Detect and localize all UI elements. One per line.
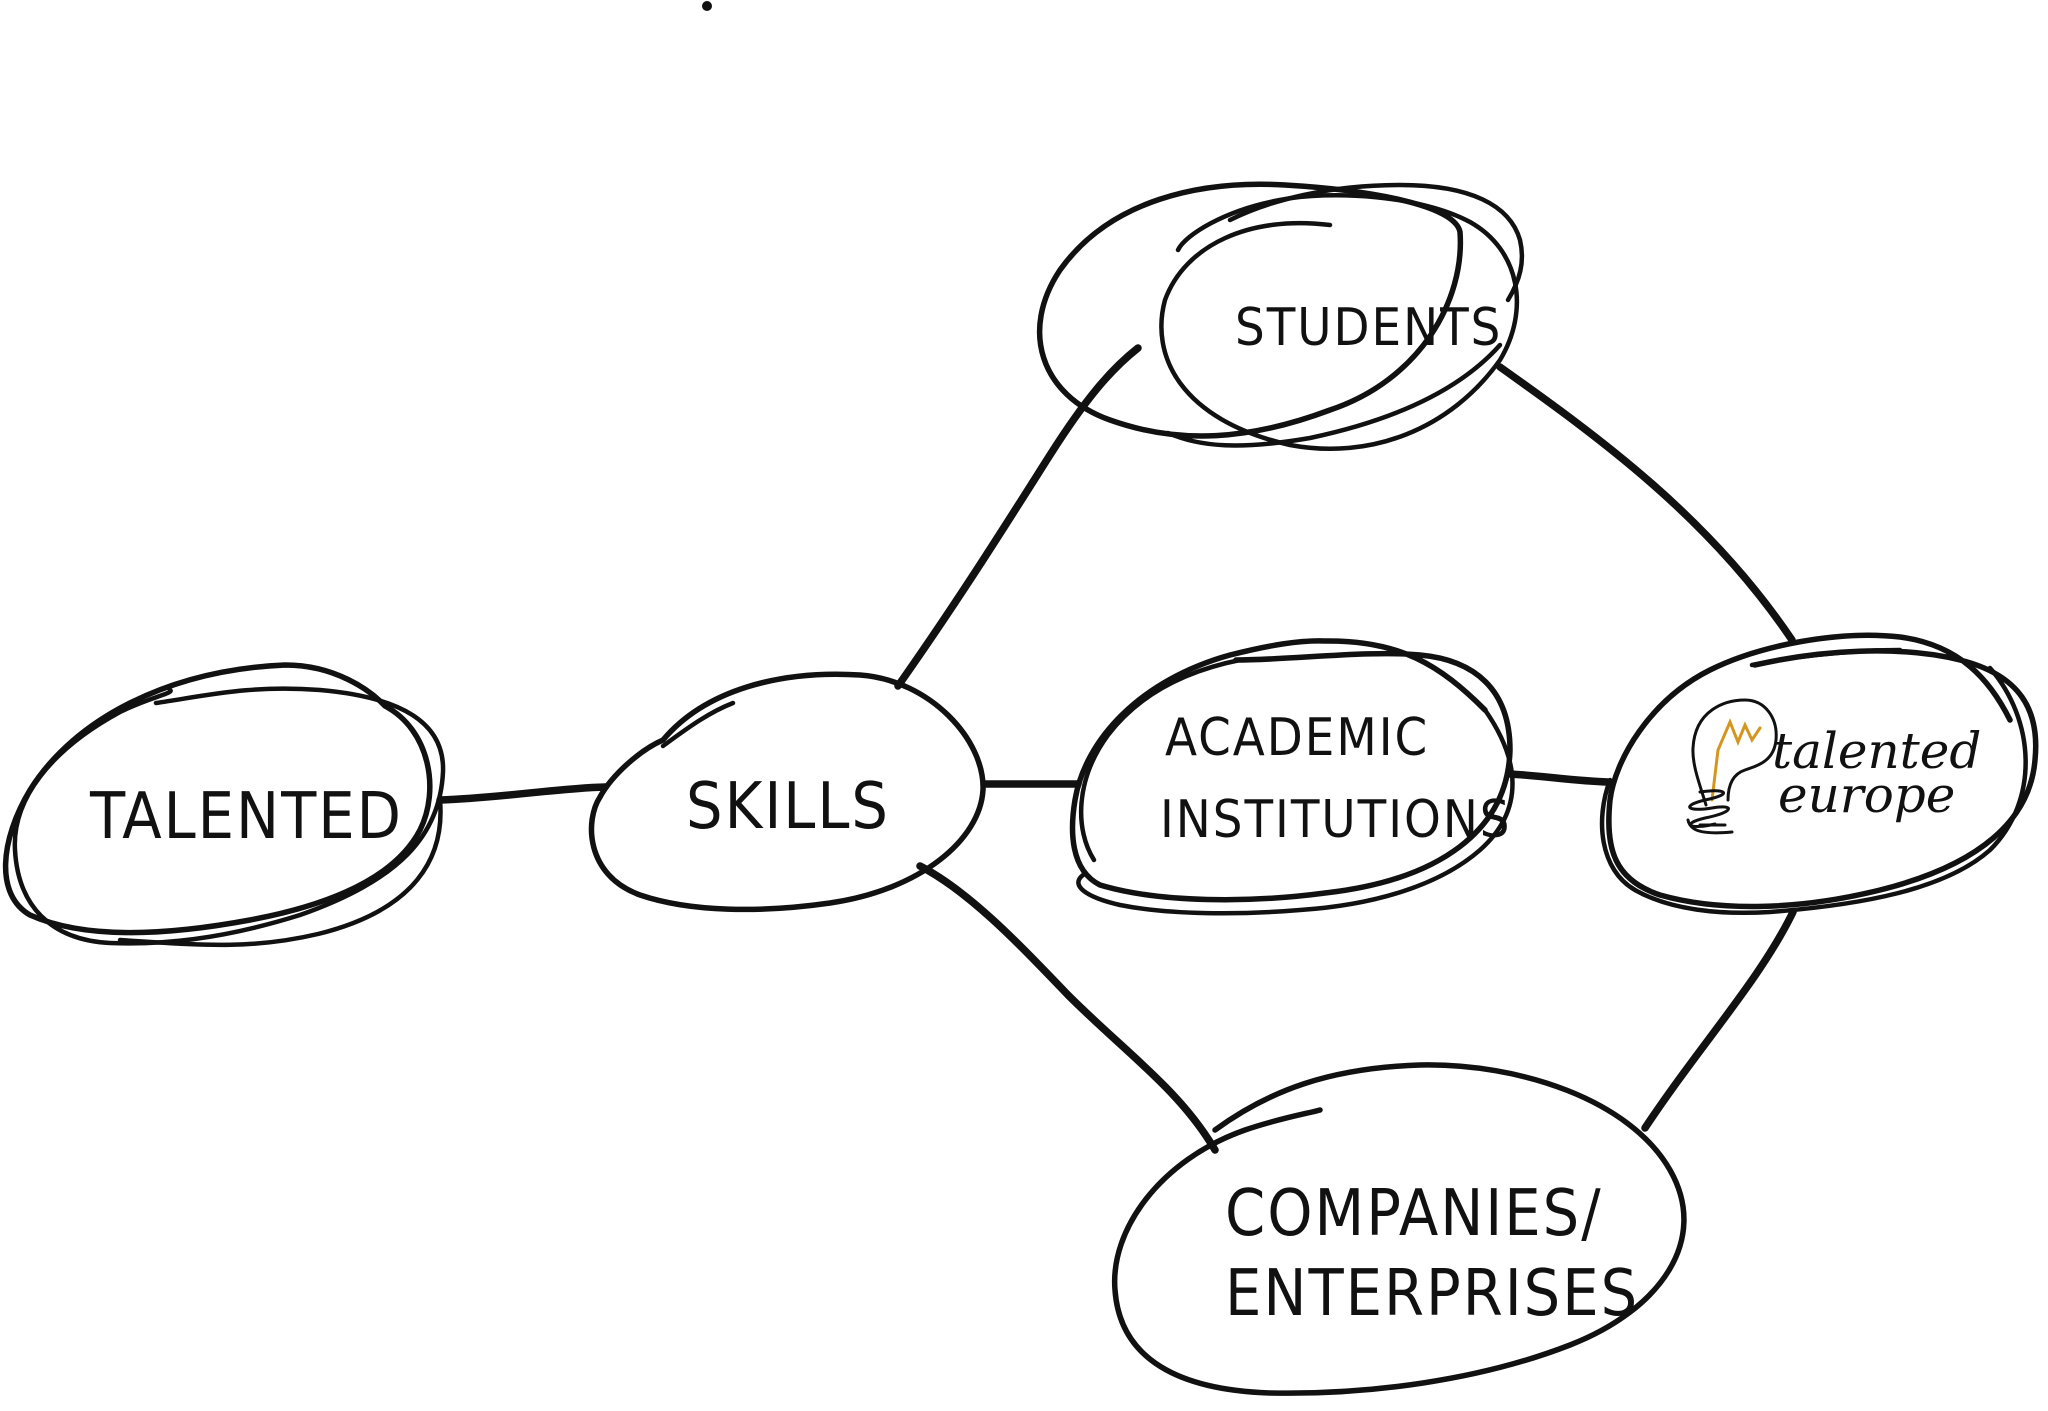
edge-skills-students bbox=[894, 344, 1142, 690]
node-companies-label-line1: COMPANIES/ bbox=[1225, 1177, 1603, 1251]
node-companies-oval-1 bbox=[1111, 1062, 1687, 1396]
edge-talented-skills bbox=[436, 783, 609, 804]
edge-skills-companies bbox=[916, 862, 1219, 1154]
node-talented-oval-2 bbox=[12, 686, 446, 946]
node-companies-label-line2: ENTERPRISES bbox=[1225, 1257, 1639, 1331]
edge-academic-logo bbox=[1506, 770, 1612, 786]
edges bbox=[436, 344, 1797, 1154]
node-talented-oval-3 bbox=[117, 797, 443, 948]
node-logo-oval-2 bbox=[1599, 665, 2028, 916]
node-logo-oval-3 bbox=[1749, 647, 1903, 668]
lightbulb-icon bbox=[1686, 698, 1778, 835]
node-academic-oval-1 bbox=[1069, 638, 1513, 903]
edge-logo-companies bbox=[1641, 908, 1797, 1132]
node-academic-oval-3 bbox=[1078, 657, 1243, 863]
node-students-oval-1 bbox=[1036, 181, 1464, 439]
stray-dot bbox=[702, 1, 712, 11]
node-academic-label-line1: ACADEMIC bbox=[1165, 708, 1429, 768]
node-students-oval-3 bbox=[1165, 342, 1503, 448]
node-academic-oval-2 bbox=[1076, 707, 1515, 916]
node-students: STUDENTS bbox=[1036, 181, 1525, 451]
node-talented: TALENTED bbox=[2, 662, 446, 948]
node-skills-oval-1 bbox=[588, 671, 986, 913]
node-talented-label: TALENTED bbox=[89, 780, 403, 854]
node-logo-text-line1: talented bbox=[1772, 722, 1981, 780]
edge-students-logo bbox=[1496, 363, 1796, 644]
node-academic-label-line2: INSTITUTIONS bbox=[1160, 790, 1512, 850]
node-academic: ACADEMIC INSTITUTIONS bbox=[1069, 638, 1515, 916]
node-logo: talented europe bbox=[1599, 632, 2039, 916]
node-skills: SKILLS bbox=[588, 671, 986, 913]
node-companies: COMPANIES/ ENTERPRISES bbox=[1111, 1062, 1687, 1396]
node-skills-label: SKILLS bbox=[686, 770, 890, 844]
node-skills-oval-2 bbox=[660, 700, 736, 749]
node-talented-oval-1 bbox=[2, 662, 433, 936]
node-logo-oval-1 bbox=[1606, 632, 2039, 910]
node-students-oval-4 bbox=[1227, 182, 1525, 303]
node-logo-text-line2: europe bbox=[1778, 766, 1955, 824]
node-students-label: STUDENTS bbox=[1235, 298, 1502, 358]
